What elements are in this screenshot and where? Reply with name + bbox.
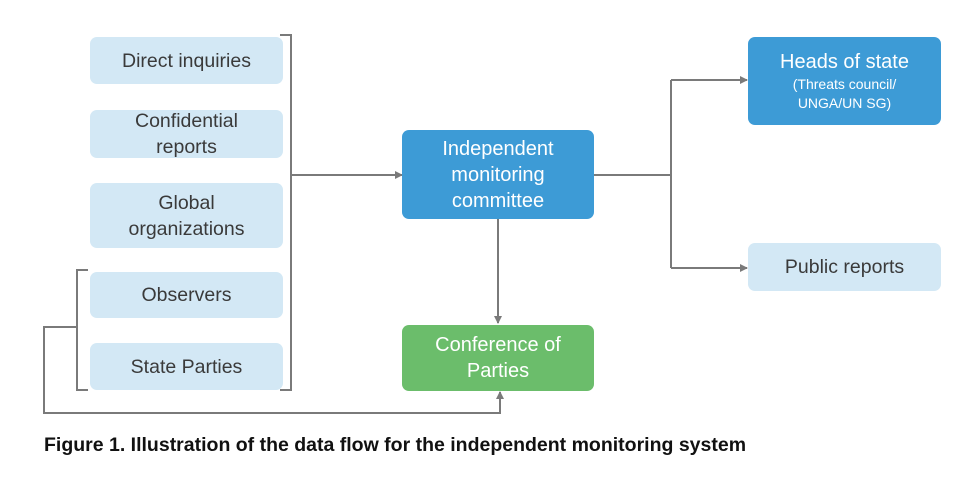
heads-of-state-subtitle: (Threats council/ UNGA/UN SG) — [792, 76, 897, 111]
direct-inquiries-box: Direct inquiries — [90, 37, 283, 84]
committee-label: Independent monitoring committee — [442, 137, 554, 212]
independent-monitoring-committee-box: Independent monitoring committee — [402, 130, 594, 219]
confidential-reports-label: Confidential reports — [135, 110, 238, 158]
public-reports-label: Public reports — [784, 256, 905, 278]
direct-inquiries-label: Direct inquiries — [122, 49, 251, 72]
state-parties-box: State Parties — [90, 343, 283, 390]
global-organizations-box: Global organizations — [90, 183, 283, 248]
heads-of-state-box: Heads of state (Threats council/ UNGA/UN… — [748, 37, 941, 125]
observers-to-conference-arrow — [43, 326, 504, 414]
state-parties-label: State Parties — [130, 355, 243, 378]
conference-of-parties-box: Conference of Parties — [402, 325, 594, 391]
sources-bracket — [280, 34, 292, 391]
confidential-reports-box: Confidential reports — [90, 110, 283, 158]
observers-label: Observers — [141, 284, 232, 306]
conference-label: Conference of Parties — [435, 334, 561, 382]
observers-box: Observers — [90, 272, 283, 318]
observers-parties-bracket — [76, 269, 88, 391]
public-reports-box: Public reports — [748, 243, 941, 291]
heads-of-state-title: Heads of state — [780, 51, 909, 73]
figure-caption: Figure 1. Illustration of the data flow … — [44, 434, 747, 456]
global-organizations-label: Global organizations — [128, 191, 245, 240]
